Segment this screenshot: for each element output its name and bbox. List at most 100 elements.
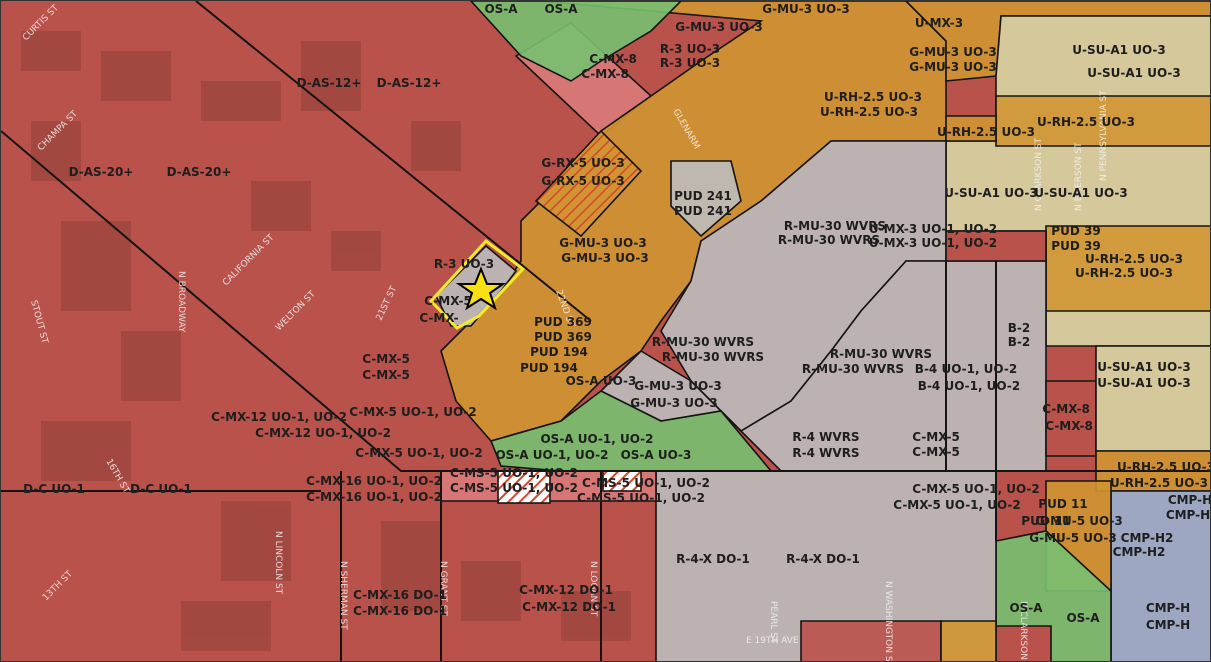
zone-label: C-MX-8	[1042, 402, 1090, 416]
street-label: E 19TH AVE	[746, 636, 799, 646]
zone-label: R-3 UO-3	[660, 56, 720, 70]
zone-label: G-MU-3 UO-3	[559, 236, 647, 250]
zone-label: CMP-H	[1146, 618, 1190, 632]
zone-label: CMP-H2	[1113, 545, 1166, 559]
zone-label: C-MX-12 UO-1, UO-2	[211, 410, 347, 424]
zone-label: PUD 39	[1051, 239, 1100, 253]
zone-label: U-SU-A1 UO-3	[1034, 186, 1127, 200]
zone-label: CMP-H	[1168, 493, 1211, 507]
subject-site-outline[interactable]	[428, 238, 526, 330]
zone-label: D-AS-20+	[167, 165, 232, 179]
zone-label: R-4-X DO-1	[676, 552, 750, 566]
zone-label: U-MX-3 UO-1, UO-2	[869, 236, 997, 250]
zone-label: U-SU-A1 UO-3	[1097, 360, 1190, 374]
zone-label: R-MU-30 WVRS	[652, 335, 754, 349]
zone-label: PUD 194	[520, 361, 578, 375]
zone-label: C-MX-5 UO-1, UO-2	[349, 405, 477, 419]
zone-label: R-4 WVRS	[792, 446, 859, 460]
zone-label: U-MX-3	[915, 16, 963, 30]
zone-label: C-MX-5 UO-1, UO-2	[893, 498, 1021, 512]
zone-label: C-MS-5 UO-1, UO-2	[450, 466, 578, 480]
street-label: N CLARKSON ST	[1034, 137, 1044, 211]
zone-label: D-C UO-1	[23, 482, 85, 496]
zone-label: PUD 11	[1021, 514, 1070, 528]
zone-label: C-MX-8	[1045, 419, 1093, 433]
zone-label: C-MX-8	[589, 52, 637, 66]
zone-label: G-MU-3 UO-3	[630, 396, 718, 410]
street-label: N EMERSON ST	[1074, 142, 1084, 211]
aerial-texture	[21, 31, 631, 651]
zone-label: R-4-X DO-1	[786, 552, 860, 566]
zone-red-bottom[interactable]	[800, 620, 942, 662]
zone-label: CMP-H	[1146, 601, 1190, 615]
zone-label: PUD 194	[530, 345, 588, 359]
zone-label: U-SU-A1 UO-3	[1097, 376, 1190, 390]
zone-label: U-RH-2.5 UO-3	[1110, 476, 1208, 490]
zone-label: B-4 UO-1, UO-2	[918, 379, 1020, 393]
zone-label: G-MU-3 UO-3	[561, 251, 649, 265]
zone-label: G-RX-5 UO-3	[541, 156, 624, 170]
zone-label: G-MU-3 UO-3	[675, 20, 763, 34]
zone-label: U-RH-2.5 UO-3	[1075, 266, 1173, 280]
zone-cms5-hatched-a[interactable]	[497, 470, 551, 504]
zone-label: R-3 UO-3	[434, 257, 494, 271]
zone-label: OS-A	[544, 2, 578, 16]
zone-label: CMP-H	[1166, 508, 1210, 522]
zone-label: R-MU-30 WVRS	[784, 219, 886, 233]
zone-label: C-MX-5 UO-1, UO-2	[912, 482, 1040, 496]
street-label: N WASHINGTON ST	[883, 581, 893, 662]
zone-label: B-2	[1008, 321, 1030, 335]
star-icon[interactable]	[455, 266, 507, 311]
zone-label: C-MX-16 DO-1	[353, 588, 447, 602]
street-label: N LINCOLN ST	[273, 531, 283, 595]
zone-label: G-MU-3 UO-3	[909, 45, 997, 59]
zone-orange-bottom[interactable]	[940, 620, 997, 662]
zone-label: PUD 241	[674, 189, 732, 203]
zone-umx3[interactable]	[945, 230, 1047, 262]
zone-label: OS-A	[1066, 611, 1100, 625]
zone-label: U-MX-3 UO-1, UO-2	[869, 222, 997, 236]
zone-label: U-RH-2.5 UO-3	[937, 125, 1035, 139]
zone-label: C-MX-	[419, 311, 458, 325]
street-label: N CLARKSON ST	[1018, 601, 1028, 662]
zone-label: G-MU-5 UO-3	[1035, 514, 1123, 528]
zone-label: OS-A UO-1, UO-2	[540, 432, 653, 446]
zone-label: B-2	[1008, 335, 1030, 349]
zone-label: U-RH-2.5 UO-3	[1117, 460, 1211, 474]
zone-label: C-MX-12 DO-1	[519, 583, 613, 597]
zone-label: C-MX-16 DO-1	[353, 604, 447, 618]
zone-osa-lower-right[interactable]	[995, 530, 1112, 662]
zone-label: U-RH-2.5 UO-3	[820, 105, 918, 119]
zone-label: C-MX-5	[912, 445, 960, 459]
zone-grx5-hatched[interactable]	[534, 129, 643, 238]
zone-label: C-MS-5 UO-1, UO-2	[450, 481, 578, 495]
zone-label: G-MU-3 UO-3	[634, 379, 722, 393]
zone-label: OS-A	[1009, 601, 1043, 615]
zone-usua1-lower-right[interactable]	[1095, 345, 1211, 452]
zone-label: OS-A UO-3	[566, 374, 637, 388]
zone-pud241[interactable]	[670, 160, 742, 238]
zone-label: C-MX-5	[362, 352, 410, 366]
zone-label: U-SU-A1 UO-3	[1072, 43, 1165, 57]
street-label: N PENNSYLVANIA ST	[1099, 90, 1109, 181]
zone-label: C-MX-12 DO-1	[522, 600, 616, 614]
zone-label: D-AS-12+	[377, 76, 442, 90]
zone-label: R-MU-30 WVRS	[662, 350, 764, 364]
zone-label: C-MS-5 UO-1, UO-2	[582, 476, 710, 490]
street-label: N SHERMAN ST	[338, 561, 348, 630]
zone-label: D-AS-12+	[297, 76, 362, 90]
zone-osa-top[interactable]	[469, 1, 683, 82]
zone-label: U-SU-A1 UO-3	[944, 186, 1037, 200]
zone-label: G-MU-3 UO-3	[762, 2, 850, 16]
zone-label: PUD 369	[534, 330, 592, 344]
zone-label: OS-A UO-1, UO-2	[495, 448, 608, 462]
zone-urh-small[interactable]	[945, 115, 997, 142]
zone-label: PUD 369	[534, 315, 592, 329]
zone-label: D-C UO-1	[130, 482, 192, 496]
zone-label: C-MX-12 UO-1, UO-2	[255, 426, 391, 440]
street-label: N GRANT ST	[438, 561, 448, 616]
